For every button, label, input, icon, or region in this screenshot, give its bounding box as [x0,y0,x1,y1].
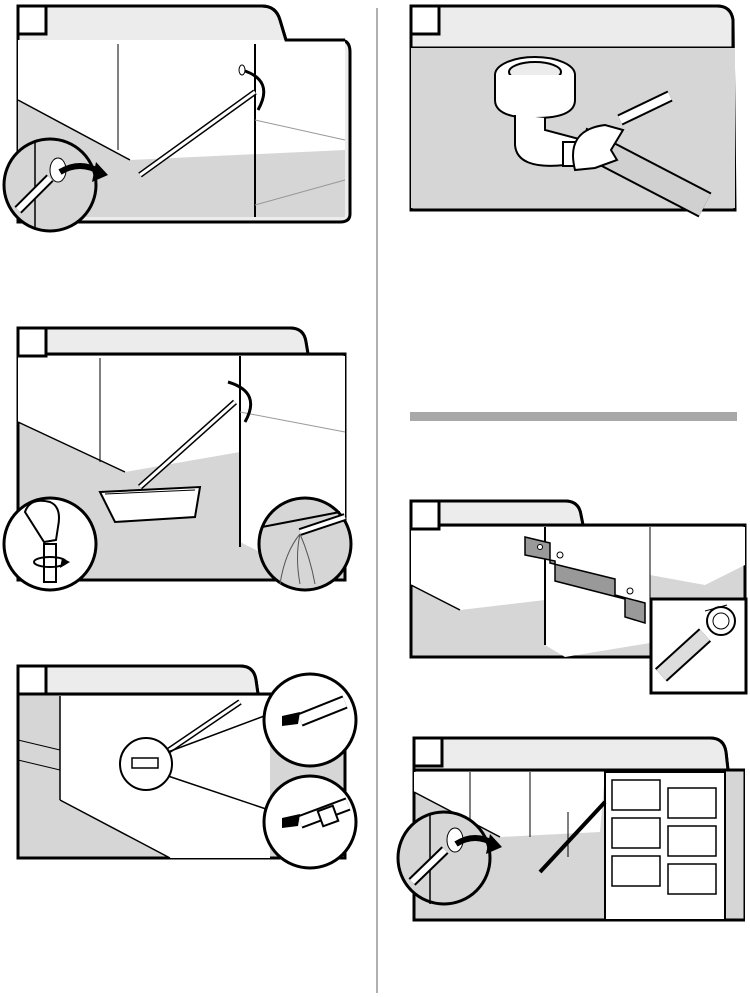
panel-bracket-drill [405,495,750,695]
panel-connect-fitting [0,660,362,870]
panel-route-hose [390,732,745,924]
panel-flush-line-pan [0,322,360,594]
column-divider [376,8,378,993]
panel-water-line-hole [0,0,360,236]
section-separator-bar [410,412,737,421]
panel-drain-elbow-wrench [405,0,750,218]
